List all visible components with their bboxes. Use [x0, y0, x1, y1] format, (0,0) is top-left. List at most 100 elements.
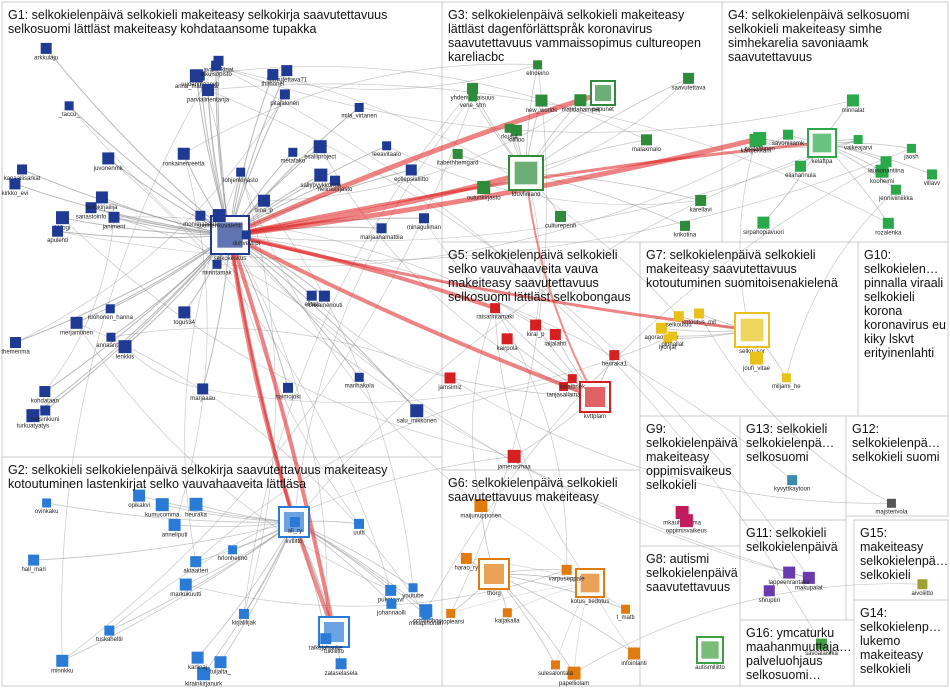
node-sulesalontala[interactable]: sulesalontala — [538, 660, 574, 677]
node-jenniviiniikka[interactable]: jenniviiniikka — [878, 184, 913, 202]
node-markukuutti[interactable]: markukuutti — [170, 578, 201, 598]
node-pinnallat[interactable]: pinnallat — [661, 331, 684, 348]
node-ronkainenouti[interactable]: ronkainenouti — [306, 290, 342, 309]
node-hall_mari[interactable]: hall_mari — [21, 554, 46, 573]
node-leeavitaalo[interactable]: leeavitaalo — [372, 141, 402, 158]
node-monimaaaati[interactable]: monimaaaati — [183, 210, 218, 228]
node-anneliputi[interactable]: anneliputi — [162, 518, 188, 538]
node-minnkku[interactable]: minnkku — [51, 654, 73, 674]
node-tuljalta_[interactable]: tuljalta_ — [210, 656, 232, 676]
node-minaguliman[interactable]: minaguliman — [407, 213, 441, 231]
node-helinkkirjasto[interactable]: helinkkirjasto — [318, 175, 353, 193]
node-makupalat[interactable]: makupalat — [795, 571, 823, 591]
node-selkoutuu[interactable]: selkoutuu — [666, 311, 692, 329]
node-matidahamnel[interactable]: matidahamnel — [562, 94, 600, 114]
node-janiment[interactable]: janiment — [102, 211, 126, 230]
node-saavutettava[interactable]: saavutettava — [672, 72, 707, 91]
node-jamsimiz[interactable]: jamsimiz — [437, 372, 462, 391]
node-kanaaliisarkat[interactable]: kanaaliisarkat — [4, 164, 41, 182]
node-kotus_tiedotus[interactable]: kotus_tiedotus — [571, 568, 610, 605]
node-apulehti[interactable]: apulehti — [47, 225, 68, 244]
node-marihakola[interactable]: marihakola — [345, 372, 375, 389]
node-kvttplam[interactable]: kvttplam — [579, 381, 611, 420]
node-karlinaj[interactable]: karlinaj — [188, 651, 207, 671]
node-papelliolam[interactable]: papelliolam — [559, 666, 589, 687]
node-new_worlds[interactable]: new_worlds — [526, 94, 558, 114]
node-malaxmalo[interactable]: malaxmalo — [632, 134, 662, 153]
node-minnalat[interactable]: minnalat — [842, 94, 865, 114]
node-tietokirjailija[interactable]: tietokirjailija — [86, 191, 118, 211]
node-mila_virtanen[interactable]: mila_virtanen — [341, 102, 377, 119]
node-oulunkirjasto[interactable]: oulunkirjasto — [467, 180, 501, 201]
node-kirjalilijak[interactable]: kirjalilijak — [232, 608, 257, 626]
node-savoalaisika[interactable]: savoalaisika — [805, 638, 838, 657]
node-lohjenkirjasto[interactable]: lohjenkirjasto — [223, 167, 259, 184]
node-arkkulaju[interactable]: arkkulaju — [34, 42, 58, 61]
node-tuskaheltil[interactable]: tuskaheltil — [96, 625, 123, 643]
node-salu_mikkonen[interactable]: salu_mikkonen — [397, 404, 437, 425]
node-villavv[interactable]: villavv — [924, 169, 940, 187]
node-ovinkaku[interactable]: ovinkaku — [35, 498, 59, 515]
node-aivoliitto[interactable]: aivoliitto — [912, 579, 934, 597]
node-raisarintamaki[interactable]: raisarintamaki — [476, 303, 514, 321]
node-miljami_he[interactable]: miljami_he — [772, 373, 801, 390]
node-uutti[interactable]: uutti — [353, 518, 365, 536]
node-zalaselasela[interactable]: zalaselasela — [325, 658, 359, 677]
node-fduvfinland[interactable]: fduvfinland — [508, 155, 544, 198]
node-jaosh[interactable]: jaosh — [903, 143, 919, 160]
node-epilepsialiitto[interactable]: epilepsialiitto — [394, 164, 429, 183]
node-sallypyykkonen[interactable]: sallypyykkonen — [300, 168, 341, 189]
node-launonantiina[interactable]: launonantiina — [868, 156, 905, 175]
node-_taccu_[interactable]: _taccu_ — [58, 101, 81, 118]
node-suomenkuvalehti[interactable]: suomenkuvalehti — [197, 209, 242, 230]
node-esalliproject[interactable]: esalliproject — [304, 140, 336, 161]
node-haimojoki[interactable]: haimojoki — [275, 382, 301, 400]
node-tiina_p[interactable]: tiina_p — [255, 194, 274, 214]
node-culturepenfi[interactable]: culturepenfi — [545, 210, 576, 229]
node-saavutettava71[interactable]: saavutettava71 — [266, 65, 308, 84]
node-annaanttila[interactable]: annaanttila — [96, 332, 126, 349]
node-elitaa[interactable]: elitaa — [305, 290, 320, 308]
node-parvialinentanja[interactable]: parvialinentanja — [187, 84, 230, 104]
node-sanastoinfo[interactable]: sanastoinfo — [76, 202, 107, 221]
node-minntamak[interactable]: minntamak — [202, 259, 233, 276]
node-kirai_p[interactable]: kirai_p — [527, 319, 545, 338]
node-infoinlanti[interactable]: infoinlanti — [621, 647, 647, 667]
node-kvtlitto[interactable]: kvtlitto — [278, 506, 310, 545]
node-helsinkiuni[interactable]: helsinkiuni — [31, 405, 59, 423]
node-oppimisvaikeus[interactable]: oppimisvaikeus — [666, 514, 707, 535]
node-joufi_vitae[interactable]: joufi_vitae — [742, 351, 771, 372]
node-opikakvi[interactable]: opikakvi — [128, 489, 150, 509]
node-metafako[interactable]: metafako — [280, 147, 306, 164]
node-themenma[interactable]: themenma — [1, 337, 30, 356]
node-esslahtinen[interactable]: esslahtinen — [745, 132, 775, 153]
node-tiltoplearsi[interactable]: tiltoplearsi — [437, 608, 464, 625]
node-thorg[interactable]: thorg — [478, 558, 510, 597]
node-karellavi[interactable]: karellavi — [690, 194, 712, 213]
node-heuraka1[interactable]: heuraka1 — [602, 350, 628, 368]
node-mikapihonan[interactable]: mikapihonan — [409, 610, 443, 627]
node-merjamtinen[interactable]: merjamtinen — [60, 316, 93, 336]
node-autismiliitto[interactable]: autismiliitto — [695, 636, 725, 671]
node-majsterivola[interactable]: majsterivola — [875, 498, 908, 515]
node-maijunupponen[interactable]: maijunupponen — [460, 499, 501, 520]
node-ronkainenreetta[interactable]: ronkainenreetta — [163, 147, 205, 167]
node-thimonet[interactable]: thimonet — [261, 69, 285, 88]
node-kyvyttkaytoon[interactable]: kyvyttkaytoon — [774, 475, 810, 493]
node-hrlonhelmo[interactable]: hrlonhelmo — [218, 545, 248, 562]
node-kohdataan[interactable]: kohdataan — [31, 386, 59, 405]
node-juvonenmk[interactable]: juvonenmk — [93, 152, 124, 172]
node-kirkko_evi[interactable]: kirkko_evi — [2, 178, 29, 197]
node-youtube[interactable]: youtube — [402, 583, 424, 600]
node-elnoeino[interactable]: elnoeino — [526, 60, 550, 77]
node-duhvevirpi[interactable]: duhvevirpi — [233, 230, 260, 247]
node-eliahannula[interactable]: eliahannula — [785, 160, 816, 179]
node-itabethhemgard[interactable]: itabethhemgard — [437, 148, 479, 166]
node-marjaanamattila[interactable]: marjaanamattila — [360, 223, 404, 241]
node-ruohonen_hanna[interactable]: ruohonen_hanna — [88, 304, 134, 321]
node-kairpola[interactable]: kairpola — [497, 333, 519, 352]
node-lenkkis[interactable]: lenkkis — [116, 340, 134, 361]
node-anna_matamala[interactable]: anna_matamala — [175, 69, 219, 90]
node-varpuseppale[interactable]: varpuseppale — [549, 564, 586, 582]
node-taikojahanke[interactable]: taikojahanke — [309, 633, 343, 652]
